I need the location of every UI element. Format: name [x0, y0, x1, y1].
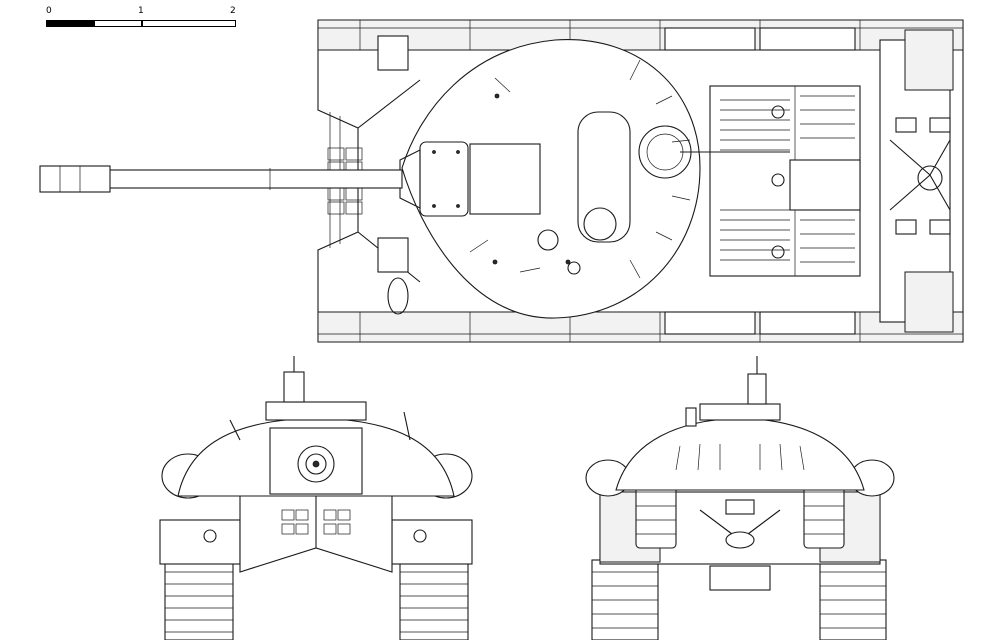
spare-track-links	[327, 147, 363, 215]
scale-tick-1: 1	[138, 6, 144, 16]
scale-segment-long	[142, 20, 236, 27]
gun-mantlet	[419, 141, 469, 217]
rear-turret	[615, 417, 865, 491]
rear-view	[585, 356, 895, 640]
muzzle-brake	[39, 165, 111, 193]
top-view	[39, 19, 964, 343]
stowage-box	[664, 311, 756, 335]
stowage-box	[759, 311, 856, 335]
scale-tick-0: 0	[46, 6, 52, 16]
stowage-box	[759, 27, 856, 51]
track-left	[164, 559, 234, 640]
aa-machine-gun	[283, 371, 305, 403]
front-spare-tracks	[281, 509, 351, 535]
scale-segment-light	[94, 20, 142, 27]
side-box-left	[159, 519, 241, 565]
track-fender-bottom	[317, 311, 964, 343]
scale-bar: 0 1 2	[40, 6, 240, 32]
scale-segment-dark	[46, 20, 94, 27]
track-fender-top	[317, 19, 964, 51]
gun-barrel	[107, 169, 403, 189]
commander-cupola	[577, 111, 631, 243]
scale-tick-2: 2	[230, 6, 236, 16]
rear-aa-machine-gun	[747, 373, 767, 405]
stowage-box	[664, 27, 756, 51]
turret-dome	[401, 39, 701, 319]
track-right	[399, 559, 469, 640]
engine-grille	[720, 86, 855, 276]
side-box-right	[391, 519, 473, 565]
front-view	[159, 356, 473, 640]
